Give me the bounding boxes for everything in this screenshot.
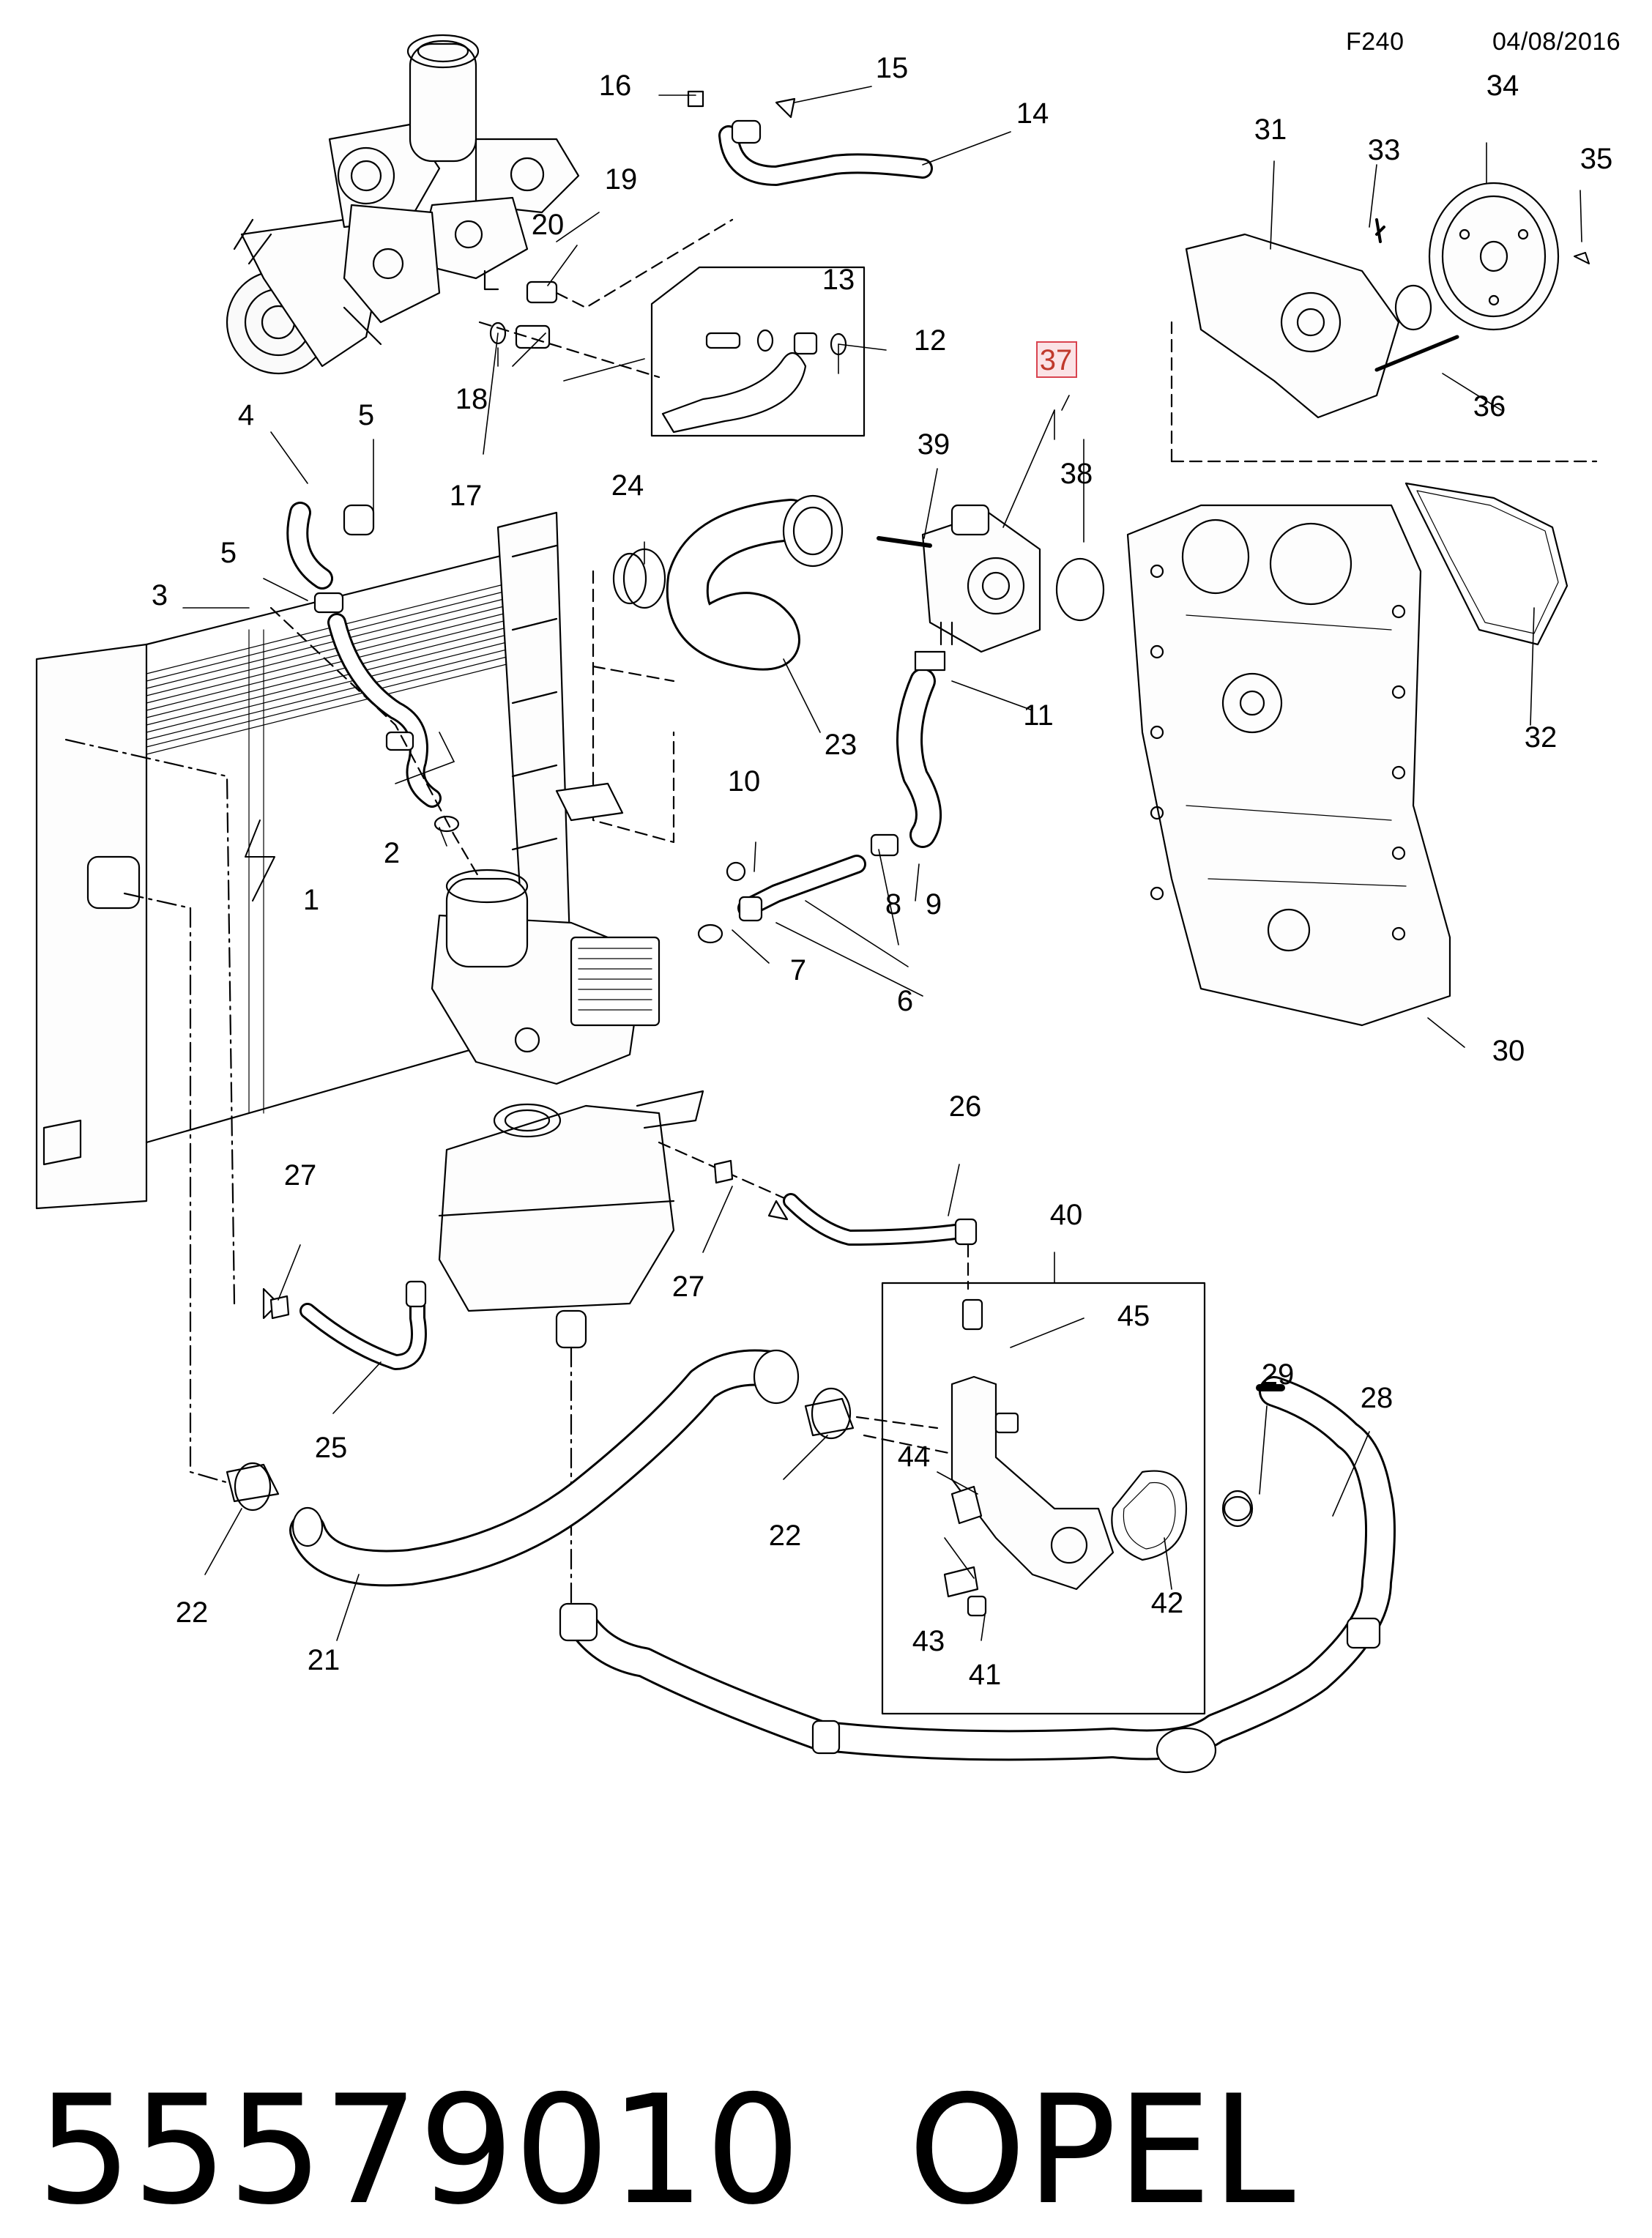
radiator-part bbox=[35, 511, 573, 1488]
timing-cover-gasket-part bbox=[1170, 321, 1598, 646]
callout-number-22: 22 bbox=[176, 1596, 209, 1629]
thermostat-housing-part bbox=[877, 504, 1105, 653]
hose-clamps bbox=[234, 548, 1254, 1528]
callout-number-5: 5 bbox=[220, 537, 237, 569]
callout-number-35: 35 bbox=[1580, 143, 1613, 175]
callout-number-20: 20 bbox=[532, 209, 565, 241]
callout-number-23: 23 bbox=[825, 729, 857, 761]
lower-hose-21 bbox=[226, 1349, 939, 1587]
callout-number-36: 36 bbox=[1473, 390, 1506, 423]
turbocharger-part bbox=[226, 34, 580, 375]
callout-number-34: 34 bbox=[1487, 70, 1519, 102]
callout-12-box bbox=[650, 266, 866, 437]
coolant-reservoir-part bbox=[262, 1090, 792, 1613]
callout-number-30: 30 bbox=[1492, 1035, 1525, 1067]
callout-number-43: 43 bbox=[912, 1625, 945, 1657]
callout-number-11: 11 bbox=[1023, 699, 1054, 732]
callout-number-42: 42 bbox=[1151, 1587, 1184, 1619]
callout-number-37: 37 bbox=[1040, 344, 1073, 376]
callout-number-2: 2 bbox=[384, 837, 400, 869]
callout-number-13: 13 bbox=[822, 264, 855, 296]
callout-number-17: 17 bbox=[450, 480, 483, 512]
callout-number-10: 10 bbox=[728, 765, 761, 798]
callout-number-18: 18 bbox=[455, 383, 488, 415]
coolant-pipe-6-hose-9 bbox=[697, 650, 946, 944]
heater-hose-28 bbox=[559, 1376, 1396, 1774]
leader-lines bbox=[182, 86, 1582, 1641]
callout-number-12: 12 bbox=[914, 324, 947, 357]
callout-number-5: 5 bbox=[358, 399, 374, 431]
callout-number-3: 3 bbox=[152, 579, 168, 611]
callout-number-16: 16 bbox=[599, 70, 632, 102]
brand-name: OPEL bbox=[908, 2064, 1295, 2238]
callout-number-38: 38 bbox=[1060, 458, 1093, 490]
callout-number-15: 15 bbox=[876, 52, 909, 84]
callout-number-9: 9 bbox=[926, 888, 942, 921]
callout-number-41: 41 bbox=[969, 1659, 1002, 1691]
oil-cooler-housing-part bbox=[431, 869, 661, 1085]
timing-cover-part bbox=[1126, 504, 1451, 1027]
callout-number-28: 28 bbox=[1361, 1382, 1394, 1414]
callout-number-19: 19 bbox=[605, 163, 638, 196]
callout-number-6: 6 bbox=[897, 985, 913, 1017]
callout-number-7: 7 bbox=[790, 954, 806, 986]
hose-25-26 bbox=[299, 1193, 978, 1370]
callout-number-45: 45 bbox=[1117, 1300, 1150, 1332]
callout-37-highlight-box bbox=[1036, 341, 1077, 378]
callout-number-44: 44 bbox=[898, 1440, 931, 1473]
callout-number-31: 31 bbox=[1254, 114, 1287, 146]
callout-number-29: 29 bbox=[1262, 1358, 1295, 1391]
part-number: 55579010 bbox=[37, 2064, 801, 2238]
callout-number-1: 1 bbox=[303, 884, 319, 916]
turbo-coolant-hose-part bbox=[687, 90, 933, 186]
callout-number-4: 4 bbox=[238, 399, 254, 431]
callout-number-26: 26 bbox=[949, 1090, 982, 1123]
diagram-date: 04/08/2016 bbox=[1492, 28, 1621, 56]
callout-number-21: 21 bbox=[308, 1644, 341, 1676]
callout-40-box bbox=[863, 1282, 1206, 1715]
callout-number-25: 25 bbox=[315, 1432, 348, 1464]
callout-number-14: 14 bbox=[1016, 97, 1049, 130]
diagram-code: F240 bbox=[1346, 28, 1404, 56]
callout-number-39: 39 bbox=[918, 428, 950, 461]
callout-number-8: 8 bbox=[885, 888, 901, 921]
callout-number-27: 27 bbox=[284, 1159, 317, 1192]
callout-number-27: 27 bbox=[672, 1271, 705, 1303]
turbo-fittings-18-19-20 bbox=[478, 218, 734, 379]
callout-number-22: 22 bbox=[769, 1520, 802, 1552]
callout-number-33: 33 bbox=[1368, 134, 1401, 166]
callout-number-40: 40 bbox=[1050, 1199, 1083, 1231]
callout-number-24: 24 bbox=[611, 469, 644, 502]
water-pump-pulley-part bbox=[1428, 182, 1590, 331]
coolant-hose-23 bbox=[555, 494, 844, 844]
callout-number-32: 32 bbox=[1525, 721, 1558, 754]
water-pump-part bbox=[1185, 218, 1459, 419]
